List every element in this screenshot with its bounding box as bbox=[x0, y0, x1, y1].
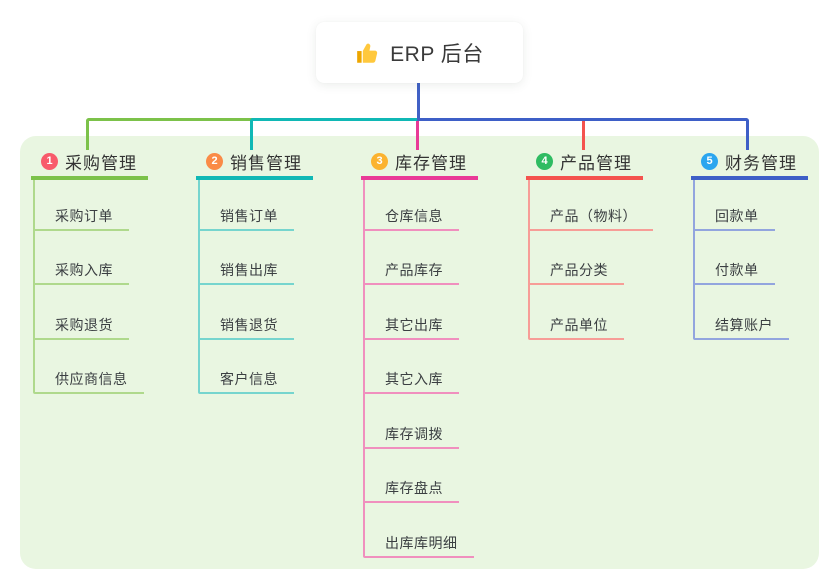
child-node[interactable]: 销售出库 bbox=[200, 231, 294, 285]
root-title: ERP 后台 bbox=[390, 42, 484, 66]
child-node[interactable]: 产品（物料） bbox=[530, 176, 653, 231]
child-node[interactable]: 其它入库 bbox=[365, 340, 459, 394]
branch-label: 销售管理 bbox=[230, 153, 302, 173]
child-label: 客户信息 bbox=[220, 371, 278, 387]
child-label: 采购订单 bbox=[55, 207, 113, 224]
child-label: 仓库信息 bbox=[385, 207, 443, 224]
branch-children-1: 采购订单采购入库采购退货供应商信息 bbox=[33, 176, 144, 394]
child-node[interactable]: 出库库明细 bbox=[365, 503, 474, 558]
branch-label: 财务管理 bbox=[725, 153, 797, 173]
child-label: 采购退货 bbox=[55, 316, 113, 333]
child-label: 结算账户 bbox=[715, 316, 773, 333]
branch-number-badge: 1 bbox=[41, 152, 58, 170]
child-node[interactable]: 采购订单 bbox=[35, 176, 129, 231]
child-label: 出库库明细 bbox=[385, 534, 458, 551]
child-node[interactable]: 其它出库 bbox=[365, 285, 459, 340]
child-node[interactable]: 采购入库 bbox=[35, 231, 129, 285]
root-node[interactable]: ERP 后台 bbox=[316, 22, 523, 83]
branch-label: 产品管理 bbox=[560, 153, 632, 173]
child-label: 其它入库 bbox=[385, 371, 443, 387]
branch-children-3: 仓库信息产品库存其它出库其它入库库存调拨库存盘点出库库明细 bbox=[363, 176, 474, 558]
child-label: 产品库存 bbox=[385, 262, 443, 278]
branch-connector-5 bbox=[419, 118, 749, 150]
child-label: 产品（物料） bbox=[550, 207, 637, 224]
branch-label: 库存管理 bbox=[395, 153, 467, 173]
child-node[interactable]: 仓库信息 bbox=[365, 176, 459, 231]
branch-children-2: 销售订单销售出库销售退货客户信息 bbox=[198, 176, 294, 394]
child-node[interactable]: 结算账户 bbox=[695, 285, 789, 340]
child-label: 产品单位 bbox=[550, 316, 608, 333]
child-node[interactable]: 付款单 bbox=[695, 231, 775, 285]
branch-number-badge: 4 bbox=[536, 152, 553, 170]
child-label: 付款单 bbox=[715, 262, 759, 278]
branch-number-badge: 5 bbox=[701, 152, 718, 170]
branch-children-5: 回款单付款单结算账户 bbox=[693, 176, 789, 340]
branch-connector-3 bbox=[416, 118, 419, 150]
child-node[interactable]: 库存盘点 bbox=[365, 449, 459, 503]
branch-label: 采购管理 bbox=[65, 153, 137, 173]
branch-number-badge: 2 bbox=[206, 152, 223, 170]
child-label: 库存调拨 bbox=[385, 425, 443, 442]
child-node[interactable]: 采购退货 bbox=[35, 285, 129, 340]
branch-header-3[interactable]: 3 库存管理 bbox=[361, 146, 478, 180]
branch-children-4: 产品（物料） 产品分类产品单位 bbox=[528, 176, 653, 340]
branch-header-5[interactable]: 5 财务管理 bbox=[691, 146, 808, 180]
child-node[interactable]: 客户信息 bbox=[200, 340, 294, 394]
child-node[interactable]: 销售退货 bbox=[200, 285, 294, 340]
child-node[interactable]: 产品分类 bbox=[530, 231, 624, 285]
child-node[interactable]: 销售订单 bbox=[200, 176, 294, 231]
child-label: 采购入库 bbox=[55, 262, 113, 278]
child-node[interactable]: 产品库存 bbox=[365, 231, 459, 285]
child-node[interactable]: 产品单位 bbox=[530, 285, 624, 340]
branch-connector-2 bbox=[250, 118, 422, 150]
child-label: 其它出库 bbox=[385, 316, 443, 333]
branch-header-4[interactable]: 4 产品管理 bbox=[526, 146, 643, 180]
branches-background-panel bbox=[20, 136, 819, 569]
child-label: 回款单 bbox=[715, 207, 759, 224]
child-label: 销售订单 bbox=[220, 207, 278, 224]
thumbs-up-icon bbox=[357, 43, 378, 63]
child-node[interactable]: 库存调拨 bbox=[365, 394, 459, 449]
child-label: 库存盘点 bbox=[385, 480, 443, 496]
branch-number-badge: 3 bbox=[371, 152, 388, 170]
child-label: 供应商信息 bbox=[55, 371, 128, 387]
child-node[interactable]: 回款单 bbox=[695, 176, 775, 231]
branch-header-2[interactable]: 2 销售管理 bbox=[196, 146, 313, 180]
branch-header-1[interactable]: 1 采购管理 bbox=[31, 146, 148, 180]
child-node[interactable]: 供应商信息 bbox=[35, 340, 144, 394]
child-label: 产品分类 bbox=[550, 262, 608, 278]
child-label: 销售出库 bbox=[220, 262, 278, 278]
root-connector bbox=[417, 83, 420, 121]
child-label: 销售退货 bbox=[220, 316, 278, 333]
